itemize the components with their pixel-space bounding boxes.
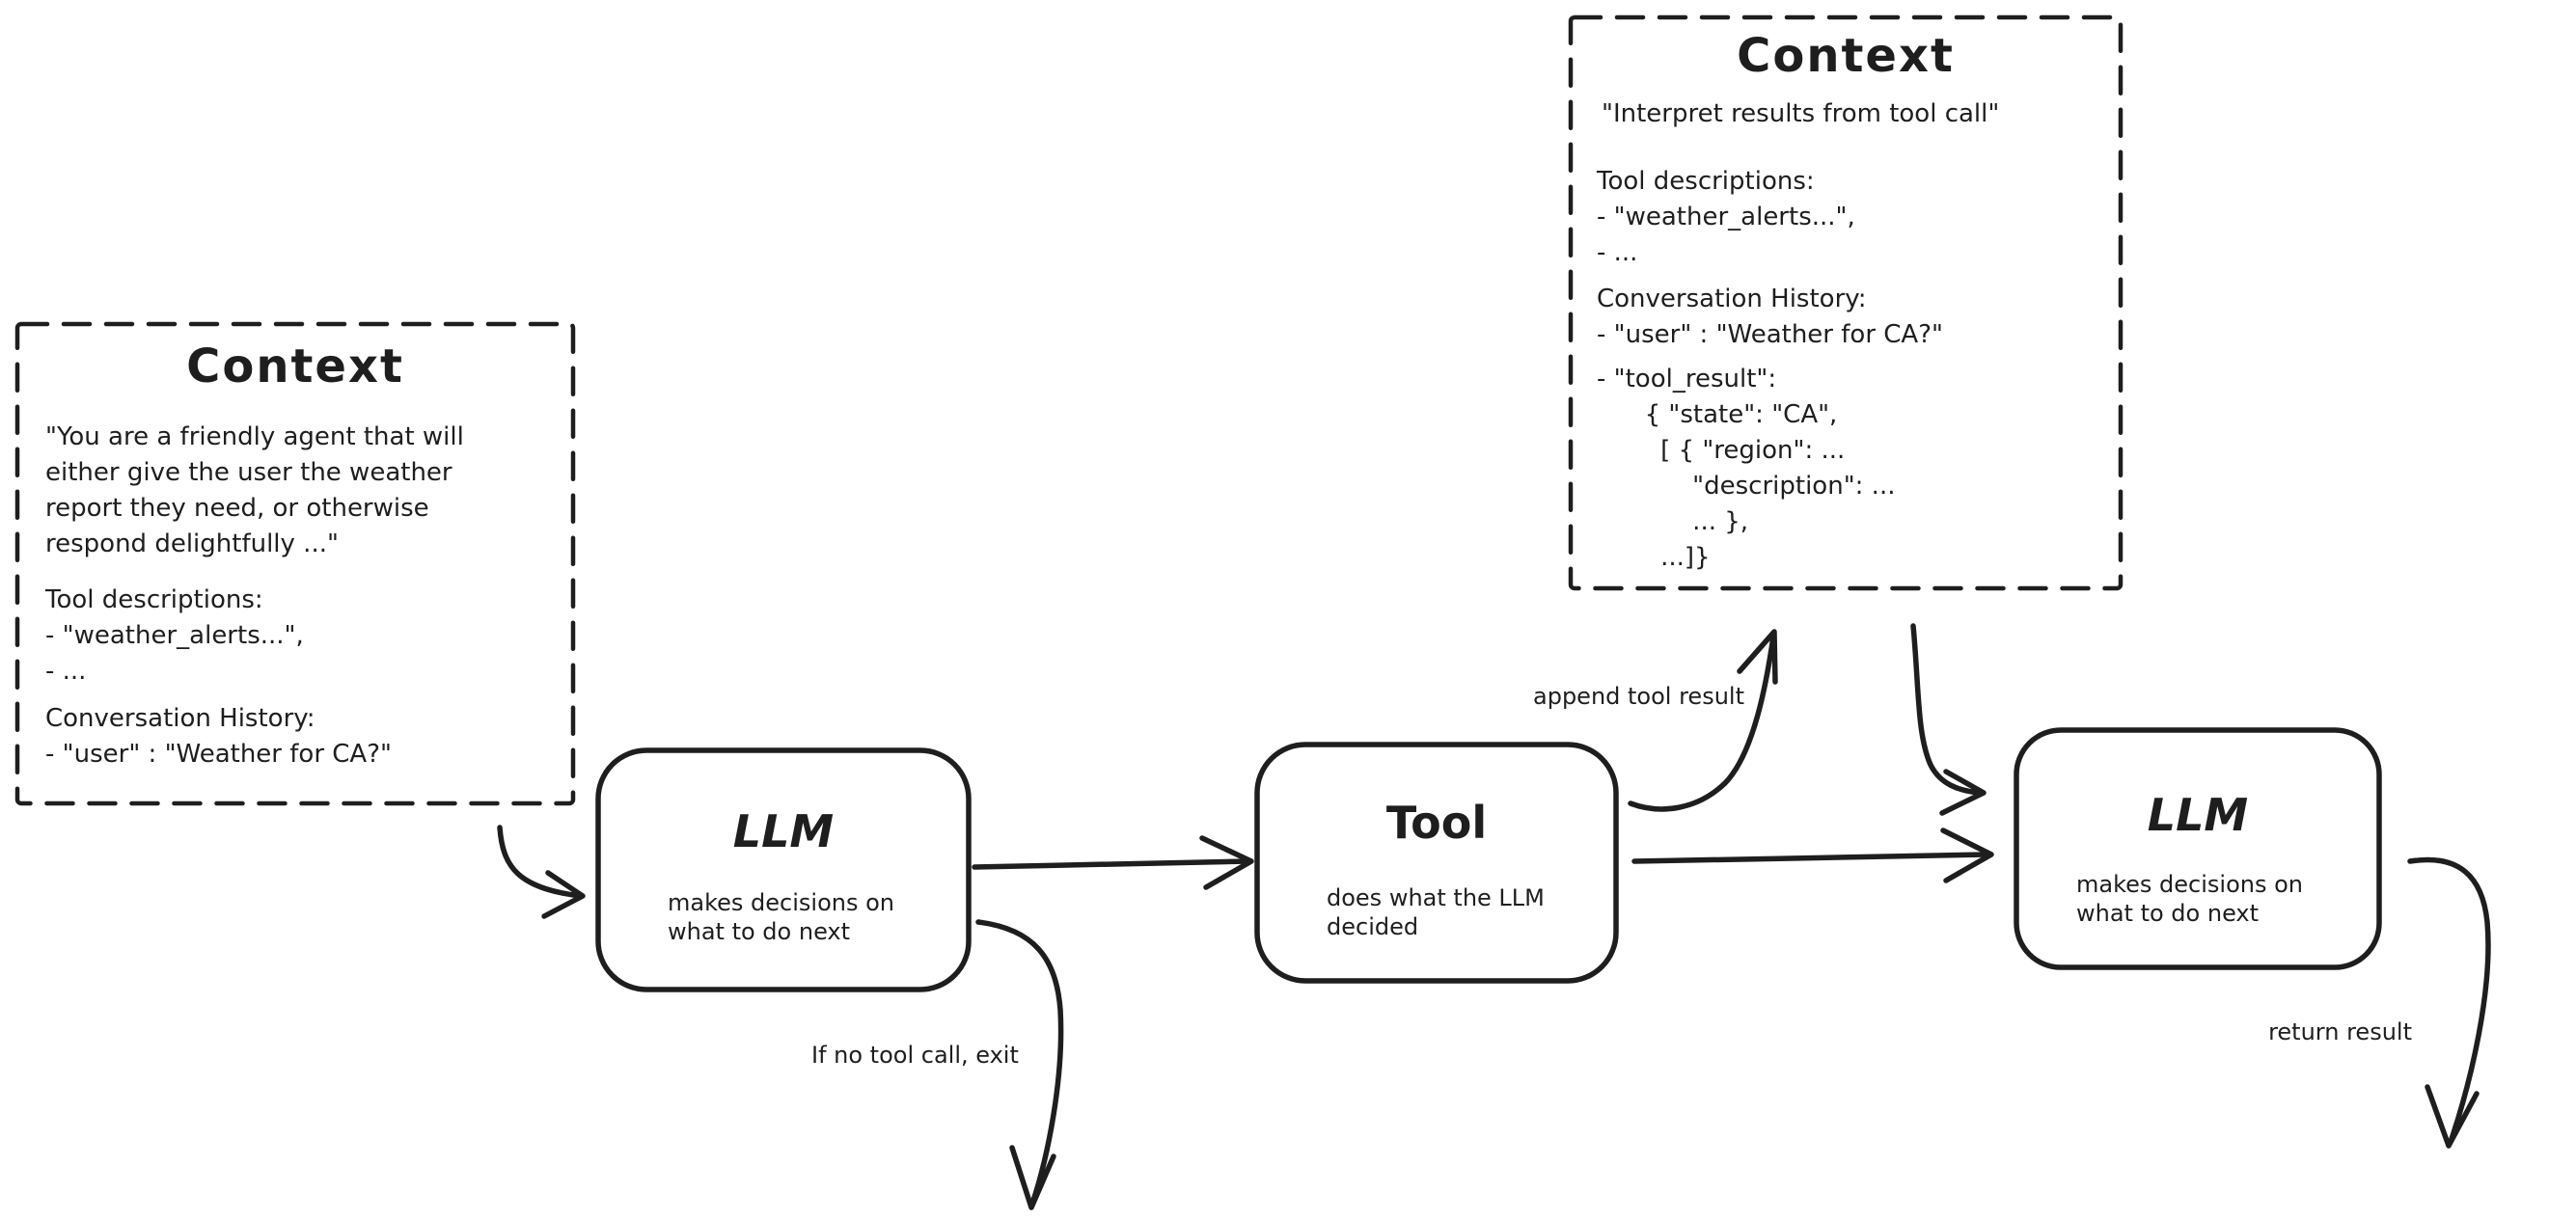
- arrow-llm2-return: [2407, 856, 2491, 1149]
- arrowhead-tool-to-context: [1737, 629, 1778, 685]
- if-no-tool-call-exit-label: If no tool call, exit: [811, 1042, 1019, 1069]
- arrow-llm1-to-tool: [972, 835, 1254, 890]
- tool-node-box: [1254, 742, 1619, 984]
- arrowhead-context-to-llm1: [541, 870, 586, 919]
- right-context-title: Context: [1737, 29, 1955, 83]
- right-context-tool-descriptions: Tool descriptions: - "weather_alerts..."…: [1597, 167, 1855, 267]
- arrowhead-context-to-llm2: [1939, 769, 1987, 816]
- right-context-box-border: [1568, 14, 2124, 591]
- left-context-conversation-history: Conversation History: - "user" : "Weathe…: [45, 704, 392, 769]
- return-result-label: return result: [2268, 1018, 2412, 1045]
- arrow-tool-to-context: [1628, 629, 1778, 812]
- right-context-tool-result: - "tool_result": { "state": "CA", [ { "r…: [1597, 365, 1896, 572]
- arrow-tool-to-llm2: [1631, 828, 1994, 883]
- arrowhead-llm1-to-tool: [1199, 835, 1254, 890]
- append-tool-result-label: append tool result: [1533, 683, 1744, 710]
- left-context-box-border: [14, 321, 576, 806]
- arrowhead-tool-to-llm2: [1940, 828, 1994, 883]
- tool-node-subtitle: does what the LLM decided: [1327, 884, 1545, 940]
- llm1-node-box: [595, 747, 972, 992]
- tool-node-title: Tool: [1385, 797, 1488, 849]
- llm1-node-title: LLM: [732, 805, 835, 857]
- arrow-llm1-exit: [975, 919, 1064, 1210]
- llm1-node-subtitle: makes decisions on what to do next: [668, 889, 894, 945]
- right-context-conversation-history: Conversation History: - "user" : "Weathe…: [1597, 285, 1943, 349]
- arrowhead-llm1-exit: [1009, 1145, 1056, 1210]
- left-context-system-prompt: "You are a friendly agent that will eith…: [45, 422, 464, 558]
- left-context-title: Context: [186, 339, 404, 393]
- arrow-context-to-llm2: [1910, 623, 1987, 816]
- llm2-node-title: LLM: [2147, 789, 2249, 841]
- left-context-tool-descriptions: Tool descriptions: - "weather_alerts..."…: [45, 585, 304, 686]
- arrow-context-to-llm1: [497, 825, 586, 919]
- arrowhead-llm2-return: [2425, 1084, 2480, 1149]
- llm2-node-subtitle: makes decisions on what to do next: [2076, 871, 2303, 927]
- llm2-node-box: [2014, 727, 2382, 970]
- right-context-system-prompt: "Interpret results from tool call": [1602, 99, 2000, 128]
